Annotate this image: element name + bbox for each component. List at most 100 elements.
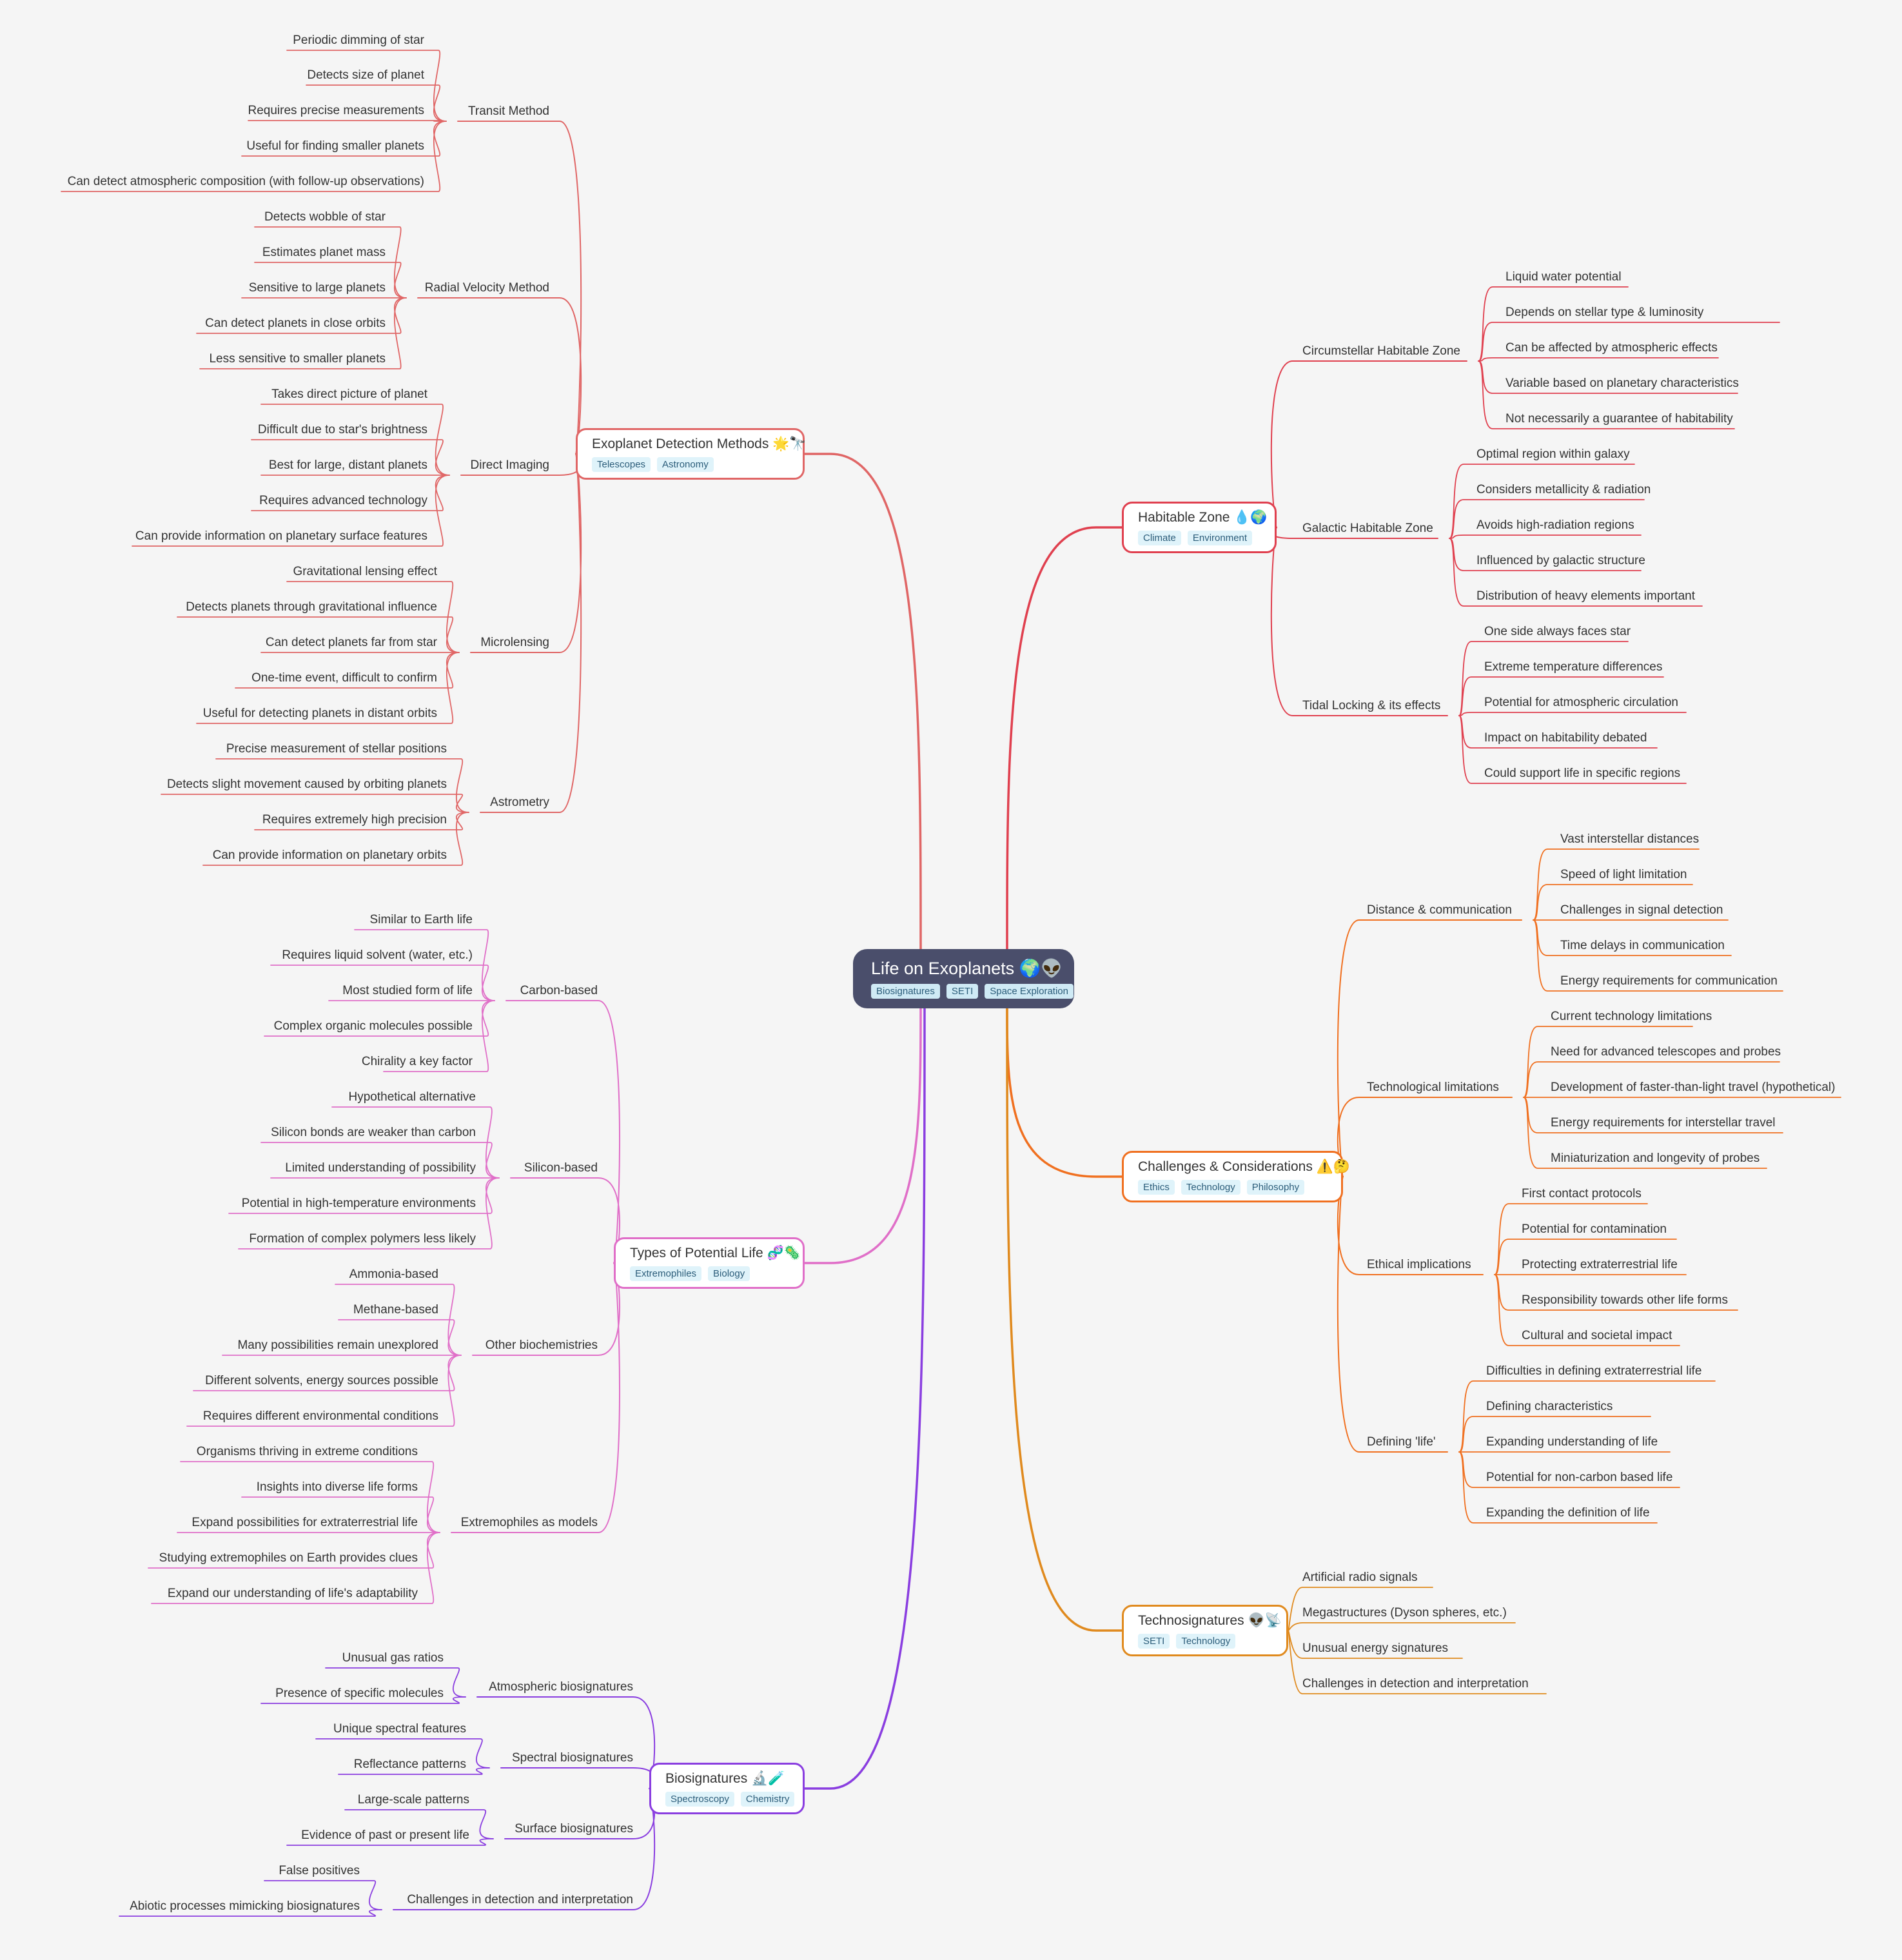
tag-seti[interactable]: SETI <box>946 984 979 999</box>
leaf-label[interactable]: Responsibility towards other life forms <box>1522 1293 1728 1307</box>
leaf-label[interactable]: Different solvents, energy sources possi… <box>205 1374 438 1387</box>
leaf-label[interactable]: Distribution of heavy elements important <box>1476 589 1696 603</box>
leaf-label[interactable]: Sensitive to large planets <box>249 281 386 295</box>
leaf-label[interactable]: Expanding the definition of life <box>1486 1506 1650 1520</box>
leaf-label[interactable]: Ammonia-based <box>349 1268 438 1281</box>
leaf-label[interactable]: Could support life in specific regions <box>1484 767 1680 780</box>
leaf-label[interactable]: Potential in high-temperature environmen… <box>242 1197 476 1210</box>
leaf-label[interactable]: Can provide information on planetary sur… <box>135 529 427 543</box>
leaf-label[interactable]: Can detect atmospheric composition (with… <box>68 175 424 188</box>
leaf-label[interactable]: Liquid water potential <box>1505 270 1622 284</box>
tag-biology[interactable]: Biology <box>708 1266 750 1281</box>
leaf-label[interactable]: Potential for non-carbon based life <box>1486 1471 1672 1484</box>
leaf-label[interactable]: Miniaturization and longevity of probes <box>1551 1152 1760 1165</box>
tag-seti[interactable]: SETI <box>1138 1634 1170 1649</box>
leaf-label[interactable]: Energy requirements for communication <box>1560 974 1778 988</box>
leaf-label[interactable]: Influenced by galactic structure <box>1476 554 1645 567</box>
leaf-label[interactable]: Periodic dimming of star <box>293 34 424 47</box>
leaf-label[interactable]: Difficult due to star's brightness <box>258 423 427 436</box>
leaf-label[interactable]: Most studied form of life <box>342 984 473 997</box>
leaf-label[interactable]: Useful for finding smaller planets <box>246 139 424 153</box>
leaf-label[interactable]: Avoids high-radiation regions <box>1476 518 1634 532</box>
branch-node-detection[interactable]: Exoplanet Detection Methods 🌟🔭Telescopes… <box>576 428 806 480</box>
leaf-label[interactable]: Optimal region within galaxy <box>1476 447 1630 461</box>
leaf-label[interactable]: Need for advanced telescopes and probes <box>1551 1045 1781 1059</box>
leaf-label[interactable]: Defining characteristics <box>1486 1400 1613 1413</box>
leaf-label[interactable]: Silicon bonds are weaker than carbon <box>271 1126 476 1139</box>
sub-label-radial-velocity-method[interactable]: Radial Velocity Method <box>425 281 549 295</box>
leaf-label[interactable]: Requires liquid solvent (water, etc.) <box>282 948 473 962</box>
sub-label-atmospheric-biosignatures[interactable]: Atmospheric biosignatures <box>489 1680 633 1694</box>
leaf-label[interactable]: Limited understanding of possibility <box>285 1161 476 1175</box>
leaf-label[interactable]: Formation of complex polymers less likel… <box>249 1232 476 1246</box>
sub-label-tidal-locking-its-effects[interactable]: Tidal Locking & its effects <box>1302 699 1440 712</box>
leaf-label[interactable]: Detects wobble of star <box>264 210 386 224</box>
leaf-label[interactable]: Development of faster-than-light travel … <box>1551 1081 1835 1094</box>
leaf-label[interactable]: Insights into diverse life forms <box>257 1480 418 1494</box>
tag-astronomy[interactable]: Astronomy <box>657 457 714 472</box>
leaf-label[interactable]: Impact on habitability debated <box>1484 731 1647 745</box>
leaf-label[interactable]: Unique spectral features <box>333 1722 466 1736</box>
leaf-label[interactable]: Can detect planets in close orbits <box>205 317 386 330</box>
leaf-label[interactable]: One side always faces star <box>1484 625 1631 638</box>
tag-technology[interactable]: Technology <box>1176 1634 1236 1649</box>
leaf-label[interactable]: Organisms thriving in extreme conditions <box>197 1445 418 1458</box>
sub-label-ethical-implications[interactable]: Ethical implications <box>1367 1258 1471 1271</box>
tag-biosignatures[interactable]: Biosignatures <box>871 984 940 999</box>
leaf-label[interactable]: Less sensitive to smaller planets <box>209 352 386 366</box>
sub-label-microlensing[interactable]: Microlensing <box>480 636 549 649</box>
leaf-label[interactable]: Requires precise measurements <box>248 104 424 117</box>
sub-label-direct-imaging[interactable]: Direct Imaging <box>471 458 550 472</box>
tag-chemistry[interactable]: Chemistry <box>740 1792 795 1807</box>
leaf-label[interactable]: Expand our understanding of life's adapt… <box>168 1587 418 1600</box>
sub-label-silicon-based[interactable]: Silicon-based <box>524 1161 598 1175</box>
leaf-label[interactable]: Variable based on planetary characterist… <box>1505 377 1739 390</box>
leaf-label[interactable]: Challenges in signal detection <box>1560 903 1723 917</box>
sub-label-extremophiles-as-models[interactable]: Extremophiles as models <box>461 1516 598 1529</box>
sub-label-defining-life[interactable]: Defining 'life' <box>1367 1435 1436 1449</box>
leaf-label[interactable]: Speed of light limitation <box>1560 868 1687 881</box>
leaf-label[interactable]: Studying extremophiles on Earth provides… <box>159 1551 418 1565</box>
leaf-label[interactable]: Energy requirements for interstellar tra… <box>1551 1116 1775 1130</box>
leaf-label[interactable]: False positives <box>279 1864 360 1877</box>
leaf-label[interactable]: Unusual gas ratios <box>342 1651 444 1665</box>
leaf-label[interactable]: Many possibilities remain unexplored <box>237 1338 438 1352</box>
sub-label-astrometry[interactable]: Astrometry <box>490 796 549 809</box>
leaf-label[interactable]: Precise measurement of stellar positions <box>226 742 447 756</box>
leaf-label[interactable]: Can provide information on planetary orb… <box>213 848 447 862</box>
leaf-label[interactable]: Abiotic processes mimicking biosignature… <box>130 1899 360 1913</box>
leaf-label[interactable]: Detects size of planet <box>307 68 424 82</box>
leaf-label[interactable]: First contact protocols <box>1522 1187 1642 1200</box>
sub-label-distance-communication[interactable]: Distance & communication <box>1367 903 1512 917</box>
leaf-label[interactable]: Extreme temperature differences <box>1484 660 1662 674</box>
tag-environment[interactable]: Environment <box>1187 531 1253 545</box>
leaf-label[interactable]: Methane-based <box>353 1303 438 1317</box>
sub-label-technological-limitations[interactable]: Technological limitations <box>1367 1081 1499 1094</box>
leaf-label[interactable]: Best for large, distant planets <box>269 458 427 472</box>
leaf-label[interactable]: Difficulties in defining extraterrestria… <box>1486 1364 1701 1378</box>
leaf-label[interactable]: Detects slight movement caused by orbiti… <box>167 778 447 791</box>
leaf-label[interactable]: Similar to Earth life <box>370 913 473 926</box>
leaf-label[interactable]: Requires advanced technology <box>259 494 427 507</box>
leaf-label[interactable]: Challenges in detection and interpretati… <box>1302 1677 1529 1690</box>
leaf-label[interactable]: Potential for contamination <box>1522 1222 1667 1236</box>
leaf-label[interactable]: Expand possibilities for extraterrestria… <box>191 1516 418 1529</box>
leaf-label[interactable]: One-time event, difficult to confirm <box>251 671 437 685</box>
leaf-label[interactable]: Evidence of past or present life <box>301 1828 469 1842</box>
leaf-label[interactable]: Useful for detecting planets in distant … <box>203 707 437 720</box>
leaf-label[interactable]: Expanding understanding of life <box>1486 1435 1658 1449</box>
root-node[interactable]: Life on Exoplanets 🌍👽 Biosignatures SETI… <box>853 949 1074 1008</box>
tag-space-exploration[interactable]: Space Exploration <box>985 984 1074 999</box>
leaf-label[interactable]: Chirality a key factor <box>362 1055 473 1068</box>
leaf-label[interactable]: Considers metallicity & radiation <box>1476 483 1651 496</box>
sub-label-galactic-habitable-zone[interactable]: Galactic Habitable Zone <box>1302 522 1433 535</box>
tag-extremophiles[interactable]: Extremophiles <box>630 1266 702 1281</box>
leaf-label[interactable]: Requires different environmental conditi… <box>203 1409 438 1423</box>
leaf-label[interactable]: Artificial radio signals <box>1302 1571 1417 1584</box>
leaf-label[interactable]: Potential for atmospheric circulation <box>1484 696 1678 709</box>
